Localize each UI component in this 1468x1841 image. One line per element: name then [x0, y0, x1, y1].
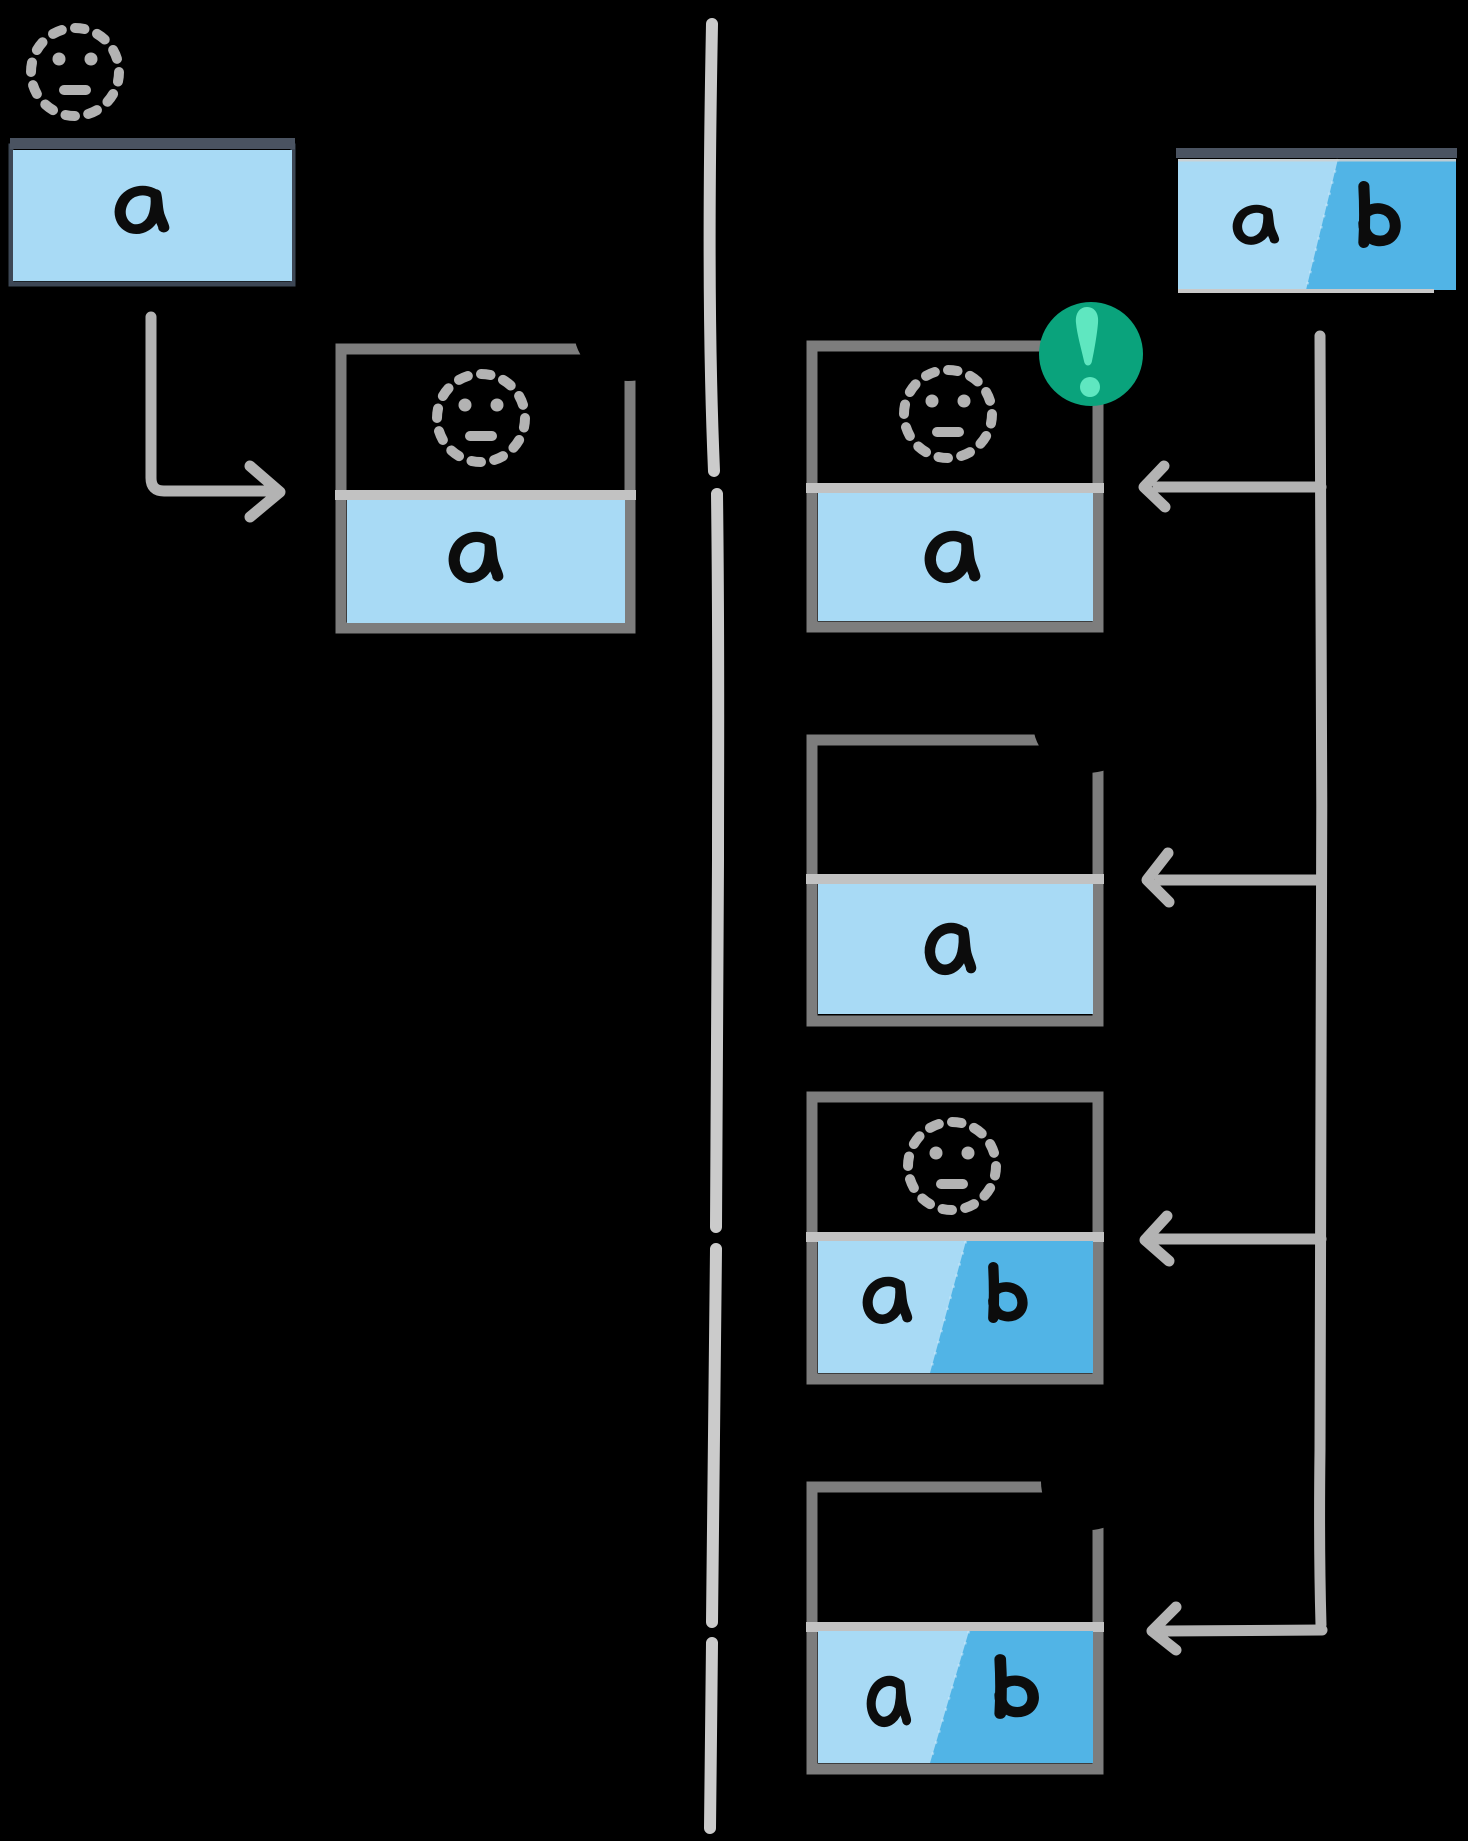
svg-text:api: api [1330, 46, 1399, 104]
svg-text:app: app [168, 49, 255, 107]
